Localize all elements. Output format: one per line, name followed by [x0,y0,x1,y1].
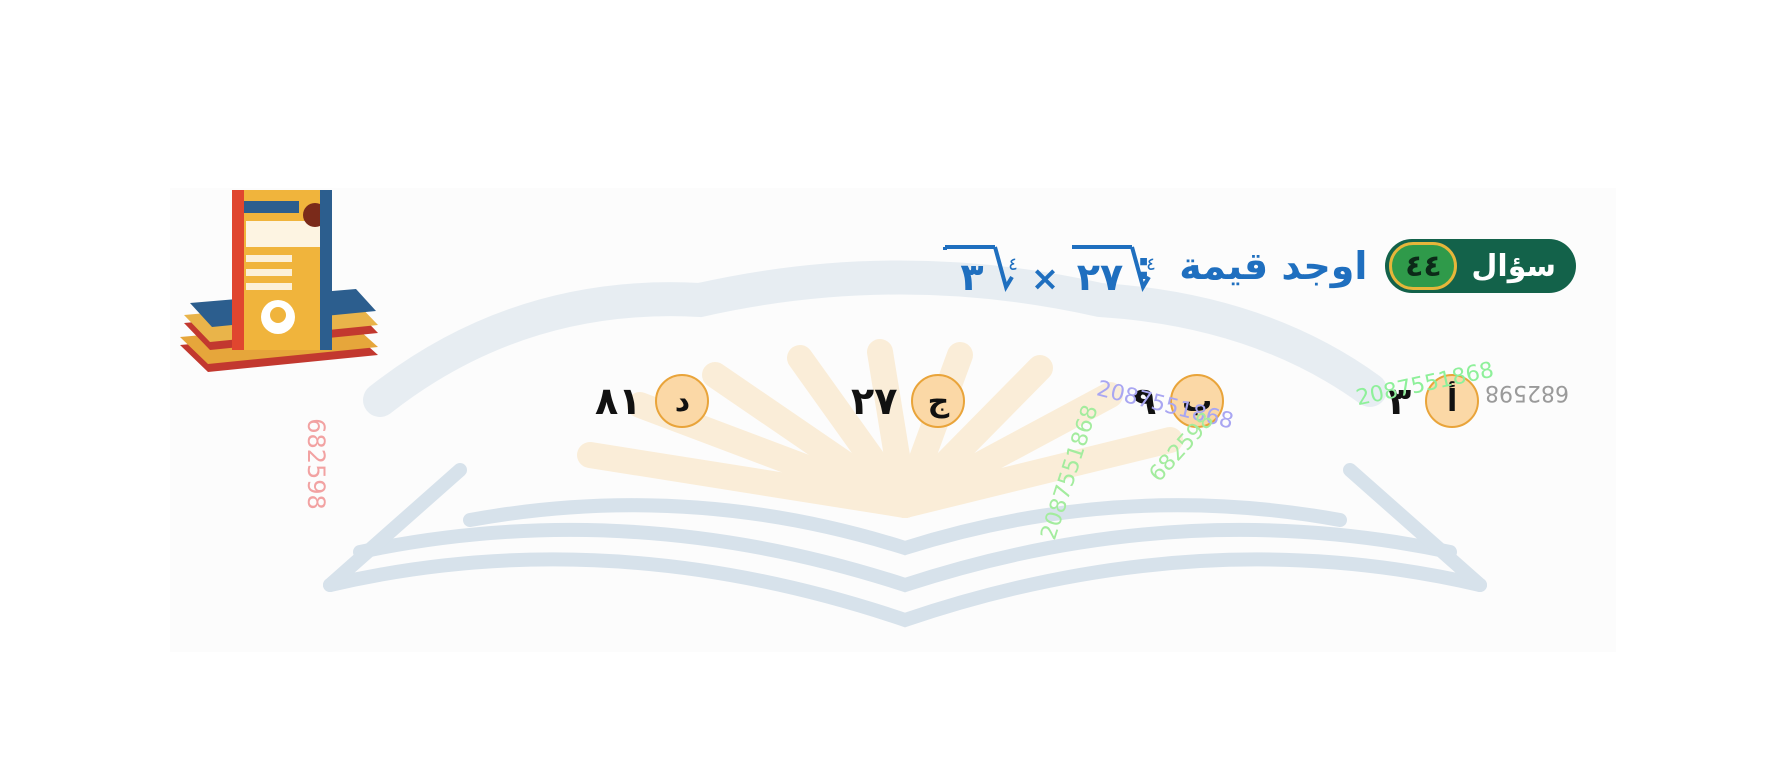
choice-d[interactable]: د ٨١ [595,373,710,429]
question-header: سؤال ٤٤ اوجد قيمة : [1136,238,1576,294]
choice-d-value: ٨١ [595,379,642,423]
question-label: سؤال [1471,248,1556,284]
math-expression: ٣ ٤ × ٢٧ ٤ [943,245,1156,299]
choice-c-value: ٢٧ [851,379,898,423]
radical-sign-right [943,245,995,250]
choice-a[interactable]: أ ٣ [1388,373,1480,429]
choice-c[interactable]: ج ٢٧ [851,373,966,429]
question-pill: سؤال ٤٤ [1385,239,1576,293]
radical-hook-right [993,246,1014,293]
choice-c-letter: ج [911,374,966,428]
root-index-right: ٤ [1008,254,1018,275]
choice-d-letter: د [655,374,710,428]
question-prompt: اوجد قيمة [1179,244,1368,288]
stamp-code-short: 682598 [1485,380,1569,405]
book-cover-stack [180,190,378,372]
choice-b[interactable]: ب ٩ [1133,373,1225,429]
question-panel [170,188,1616,652]
stamp-code-short: 682598 [301,418,330,510]
radical-hook-left [1130,246,1151,293]
question-number: ٤٤ [1389,242,1458,290]
radicand-right: ٣ [960,255,983,299]
choice-b-value: ٩ [1133,379,1157,423]
root-index-left: ٤ [1146,254,1156,275]
radicand-left: ٢٧ [1077,255,1123,299]
choice-a-value: ٣ [1388,379,1412,423]
choice-a-letter: أ [1425,374,1480,428]
choice-b-letter: ب [1170,374,1225,428]
multiply-sign: × [1031,259,1060,299]
